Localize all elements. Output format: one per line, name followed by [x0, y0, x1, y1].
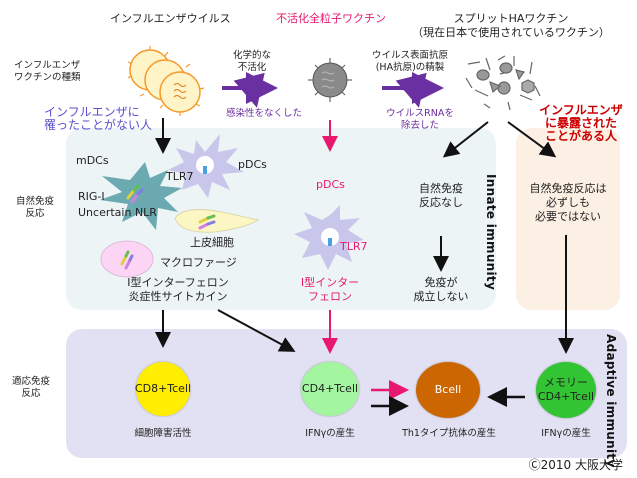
- tlr7-whole-receptor-icon: [328, 238, 332, 246]
- pdc-whole-vesicle-icon: [321, 228, 339, 246]
- influenza-virus-icon: [127, 46, 205, 116]
- memory-cd4-tcell-node: メモリー CD4+Tcell: [536, 362, 596, 418]
- memory-cd4-tcell-label: メモリー CD4+Tcell: [537, 376, 595, 403]
- cd8-caption: 細胞障害活性: [134, 428, 192, 439]
- rna-strand-icon: [120, 184, 216, 270]
- memory-cd4-caption: IFNγの産生: [541, 428, 591, 439]
- tlr7-whole-label: TLR7: [340, 240, 368, 253]
- arrow-innate-to-cd4: [217, 309, 296, 352]
- adaptive-immunity-section-label: Adaptive immunity: [604, 334, 618, 468]
- exposed-note-label: 自然免疫反応は 必ずしも 必要ではない: [529, 182, 607, 223]
- macrophage-cell-icon: [100, 240, 154, 278]
- rig-i-label: RIG-I: [78, 190, 105, 203]
- naive-innate-output-label: I型インターフェロン 炎症性サイトカイン: [127, 276, 229, 303]
- exposed-group-panel: [516, 128, 620, 310]
- pdc-vesicle-icon: [196, 156, 214, 174]
- column-title-whole-particle: 不活化全粒子ワクチン: [276, 12, 386, 25]
- chemical-inactivation-label: 化学的な 不活化: [232, 50, 271, 73]
- epithelial-cell-icon: [174, 209, 260, 233]
- row-label-adaptive: 適応免疫 反応: [11, 376, 50, 399]
- mdcs-label: mDCs: [76, 154, 109, 167]
- innate-immunity-section-label: Innate immunity: [484, 174, 498, 291]
- mdc-cell-icon: [100, 162, 182, 230]
- split-ha-fragments-icon: [465, 55, 541, 111]
- uncertain-nlr-label: Uncertain NLR: [78, 206, 157, 219]
- cd4-tcell-label: CD4+Tcell: [301, 382, 359, 396]
- purification-result-label: ウイルスRNAを 除去した: [386, 108, 454, 131]
- pdcs-whole-label: pDCs: [316, 178, 345, 191]
- bcell-caption: Th1タイプ抗体の産生: [402, 428, 496, 439]
- split-result-label: 免疫が 成立しない: [413, 276, 469, 303]
- cd8-tcell-node: CD8+Tcell: [134, 362, 192, 416]
- column-title-virus: インフルエンザウイルス: [110, 12, 231, 25]
- bcell-node: Bcell: [416, 362, 480, 418]
- copyright-label: Ⓒ2010 大阪大学: [528, 458, 623, 472]
- arrow-split-to-no-response: [442, 121, 489, 158]
- cd4-caption: IFNγの産生: [305, 428, 355, 439]
- inactivation-result-label: 感染性をなくした: [226, 108, 303, 119]
- whole-innate-output-label: I型インター フェロン: [300, 276, 360, 303]
- inactivated-virus-icon: [308, 58, 352, 102]
- row-label-innate: 自然免疫 反応: [15, 196, 54, 219]
- cd8-tcell-label: CD8+Tcell: [134, 382, 192, 396]
- row-label-vaccine-types: インフルエンザ ワクチンの種類: [14, 60, 81, 83]
- macrophage-label: マクロファージ: [160, 256, 237, 269]
- epithelial-cell-label: 上皮細胞: [190, 236, 234, 249]
- inactivation-arrow: [222, 72, 278, 108]
- split-no-response-label: 自然免疫 反応なし: [419, 182, 463, 209]
- column-subtitle-split-ha: （現在日本で使用されているワクチン）: [412, 26, 610, 39]
- bcell-label: Bcell: [434, 383, 462, 397]
- purification-arrow: [382, 72, 444, 108]
- exposed-group-label: インフルエンザ に暴露された ことがある人: [539, 103, 623, 144]
- column-title-split-ha: スプリットHAワクチン: [453, 12, 569, 25]
- arrow-split-to-exposed: [507, 121, 557, 158]
- cd4-tcell-node: CD4+Tcell: [301, 362, 359, 416]
- pdcs-label: pDCs: [238, 158, 267, 171]
- naive-group-label: インフルエンザに 罹ったことがない人: [44, 105, 153, 133]
- tlr7-label: TLR7: [166, 170, 194, 183]
- ha-purification-label: ウイルス表面抗原 (HA抗原)の精製: [371, 50, 448, 73]
- tlr7-receptor-icon: [203, 166, 207, 174]
- innate-immunity-panel: [66, 128, 496, 310]
